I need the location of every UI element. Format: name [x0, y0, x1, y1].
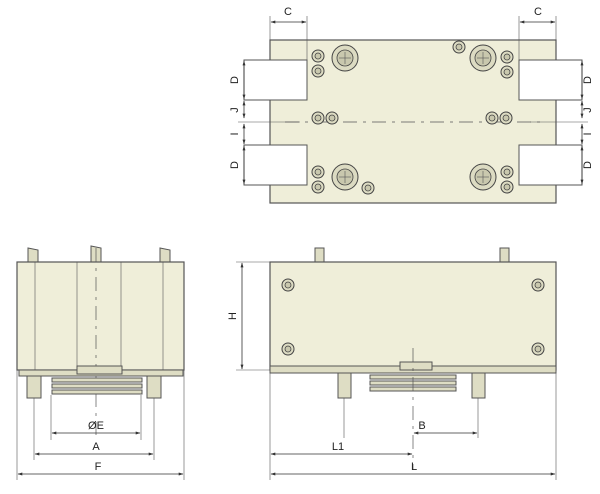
label-c-left: C	[284, 6, 292, 18]
dim-right-stack: D J I D	[530, 60, 594, 185]
label-i-left: I	[229, 132, 241, 135]
label-l1: L1	[332, 441, 344, 453]
bolt-bottom-left	[331, 163, 359, 191]
top-view: C C D J I D D J I	[229, 6, 594, 204]
dim-e: ØE	[50, 395, 142, 440]
front-view: H B L1 L	[227, 247, 557, 480]
side-center-block	[76, 365, 123, 375]
label-d-right-top: D	[582, 76, 594, 84]
side-foot-right	[146, 375, 162, 399]
label-d-left-top: D	[229, 76, 241, 84]
dim-c-right: C	[518, 6, 557, 60]
label-j-left: J	[229, 107, 241, 113]
label-b: B	[418, 420, 425, 432]
label-h: H	[227, 312, 239, 320]
small-holes	[311, 40, 514, 195]
front-foot-left	[337, 372, 352, 399]
label-diameter-e: ØE	[88, 420, 104, 432]
left-upper-jaw	[243, 59, 308, 101]
label-d-left-bottom: D	[229, 161, 241, 169]
bolt-top-left	[331, 44, 359, 72]
dim-h: H	[227, 261, 270, 371]
front-pin-left	[314, 247, 325, 263]
label-j-right: J	[582, 107, 594, 113]
side-body	[16, 261, 185, 371]
dim-left-stack: D J I D	[229, 60, 300, 185]
bolt-top-right	[469, 44, 497, 72]
side-view: ØE A F	[16, 245, 185, 480]
label-l: L	[411, 461, 417, 473]
label-d-right-bottom: D	[582, 161, 594, 169]
side-groove-3	[51, 389, 143, 395]
front-center-block	[399, 361, 433, 371]
dim-l1: L1	[269, 373, 413, 480]
label-c-right: C	[534, 6, 542, 18]
label-a: A	[92, 441, 100, 453]
bolt-bottom-right	[469, 163, 497, 191]
front-pin-right	[499, 247, 510, 263]
dim-f: F	[16, 370, 185, 480]
right-upper-jaw	[518, 59, 583, 101]
side-pin-right	[159, 247, 171, 263]
side-groove-1	[51, 377, 143, 383]
side-pin-left	[27, 247, 39, 263]
label-f: F	[95, 461, 102, 473]
side-foot-left	[26, 375, 42, 399]
dim-a: A	[33, 398, 155, 460]
front-foot-right	[471, 372, 486, 399]
side-groove-2	[51, 383, 143, 389]
label-i-right: I	[582, 132, 594, 135]
right-lower-jaw	[518, 144, 583, 186]
dim-b: B	[343, 398, 479, 438]
dim-l: L	[270, 373, 557, 480]
left-lower-jaw	[243, 144, 308, 186]
dim-c-left: C	[269, 6, 308, 60]
